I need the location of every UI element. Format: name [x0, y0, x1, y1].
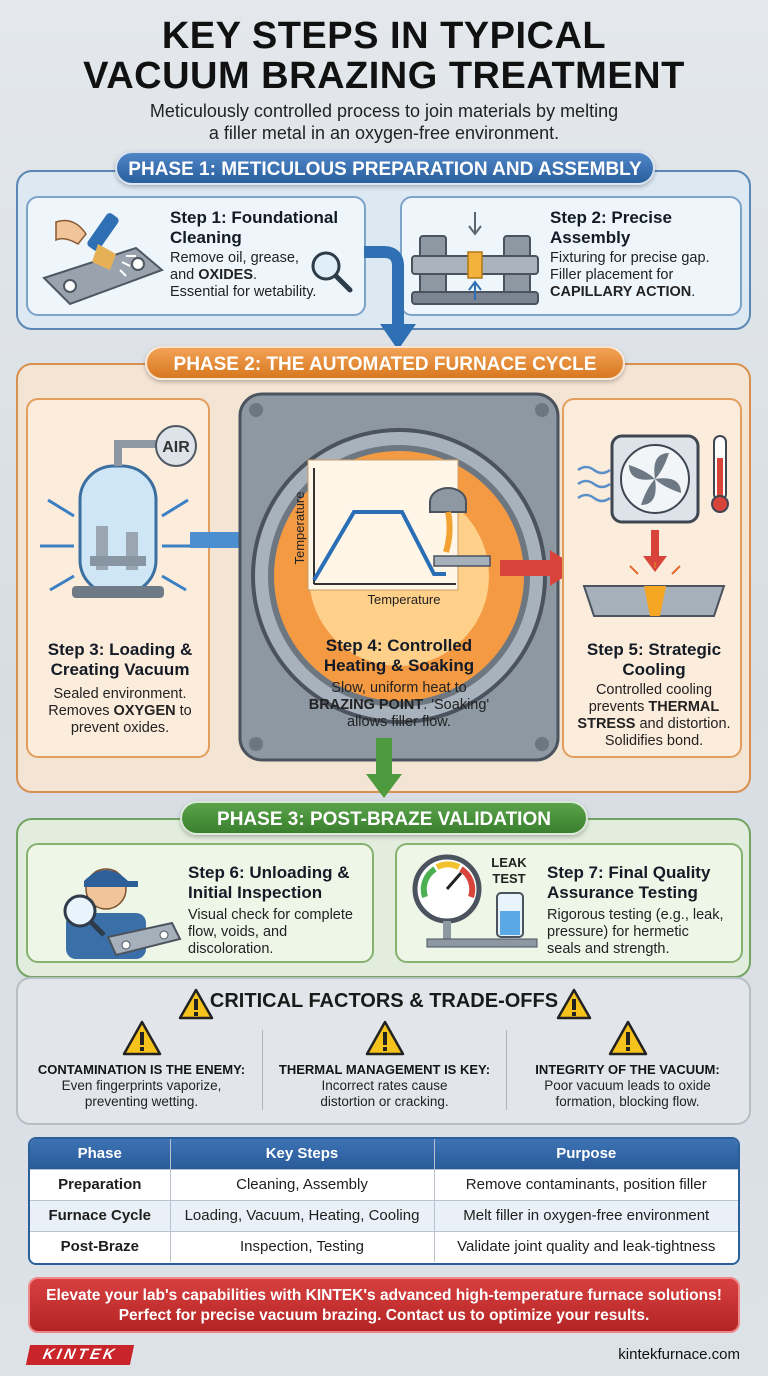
- step2-body: Fixturing for precise gap. Filler placem…: [550, 250, 710, 300]
- step1-body: Remove oil, grease, and OXIDES. Essentia…: [170, 250, 317, 300]
- step1-title: Step 1: Foundational Cleaning: [170, 208, 339, 247]
- furnace-icon: Temperature Temperature: [238, 392, 560, 762]
- step6-title: Step 6: Unloading & Initial Inspection: [188, 863, 350, 902]
- table-cell: Remove contaminants, position filler: [433, 1168, 738, 1200]
- cta-banner[interactable]: Elevate your lab's capabilities with KIN…: [28, 1277, 740, 1333]
- table-cell: Loading, Vacuum, Heating, Cooling: [169, 1199, 434, 1231]
- warning-icon: [178, 988, 214, 1020]
- warning-icon: [365, 1020, 404, 1056]
- step3-card: AIR Step 3: Loading & Creating Vacuum Se…: [26, 398, 210, 758]
- page-title: KEY STEPS IN TYPICAL VACUUM BRAZING TREA…: [83, 15, 685, 97]
- table-cell: Furnace Cycle: [30, 1199, 170, 1231]
- step7-title: Step 7: Final Quality Assurance Testing: [547, 863, 711, 902]
- step4-title: Step 4: Controlled Heating & Soaking: [323, 636, 475, 675]
- step7-card: LEAK TEST Step 7: Final Quality Assuranc…: [395, 843, 743, 963]
- kintek-logo[interactable]: KINTEK: [25, 1345, 135, 1365]
- step3-title: Step 3: Loading & Creating Vacuum: [47, 640, 193, 679]
- table-cell: Preparation: [30, 1168, 170, 1200]
- table-row: Post-Braze Inspection, Testing Validate …: [30, 1230, 738, 1262]
- test-label: TEST: [492, 871, 525, 886]
- table-cell: Melt filler in oxygen-free environment: [433, 1199, 738, 1231]
- leak-label: LEAK: [491, 855, 527, 870]
- arrow-down-icon: [366, 738, 402, 798]
- warning-icon: [608, 1020, 647, 1056]
- page-subtitle: Meticulously controlled process to join …: [149, 101, 619, 143]
- warning-icon: [122, 1020, 161, 1056]
- step1-card: Step 1: Foundational Cleaning Remove oil…: [26, 196, 366, 316]
- cleaning-brush-icon: [42, 213, 164, 306]
- phase2-label: PHASE 2: THE AUTOMATED FURNACE CYCLE: [145, 346, 625, 380]
- chart-x-label: Temperature: [368, 592, 441, 607]
- warning-icon: [556, 988, 592, 1020]
- phase1-label: PHASE 1: METICULOUS PREPARATION AND ASSE…: [115, 151, 655, 185]
- pressure-gauge-icon: LEAK TEST: [412, 854, 538, 948]
- phase3-label: PHASE 3: POST-BRAZE VALIDATION: [180, 801, 588, 835]
- table-cell: Cleaning, Assembly: [169, 1168, 434, 1200]
- step2-card: Step 2: Precise Assembly Fixturing for p…: [400, 196, 742, 316]
- step6-body: Visual check for complete flow, voids, a…: [188, 907, 353, 957]
- magnifier-icon: [311, 251, 353, 293]
- factors-title: CRITICAL FACTORS & TRADE-OFFS: [209, 990, 559, 1012]
- step2-title: Step 2: Precise Assembly: [550, 208, 672, 247]
- table-cell: Post-Braze: [30, 1230, 170, 1262]
- table-row: Preparation Cleaning, Assembly Remove co…: [30, 1168, 738, 1200]
- table-header: Key Steps: [169, 1139, 434, 1169]
- inspector-icon: [63, 868, 182, 959]
- cooling-fan-icon: [577, 434, 729, 617]
- factor-vacuum: INTEGRITY OF THE VACUUM: Poor vacuum lea…: [506, 1020, 749, 1110]
- table-row: Furnace Cycle Loading, Vacuum, Heating, …: [30, 1199, 738, 1231]
- assembly-fixture-icon: [411, 212, 539, 305]
- table-cell: Validate joint quality and leak-tightnes…: [433, 1230, 738, 1262]
- table-header: Purpose: [433, 1139, 738, 1169]
- vacuum-bell-jar-icon: AIR: [40, 425, 197, 598]
- factor-thermal: THERMAL MANAGEMENT IS KEY: Incorrect rat…: [263, 1020, 506, 1110]
- flow-arrow-icon: [364, 246, 416, 350]
- website-link[interactable]: kintekfurnace.com: [618, 1346, 740, 1363]
- table-header: Phase: [30, 1139, 170, 1169]
- table-header-row: Phase Key Steps Purpose: [30, 1139, 738, 1169]
- step5-card: Step 5: Strategic Cooling Controlled coo…: [562, 398, 742, 758]
- divider: [506, 1030, 507, 1110]
- chart-y-label: Temperature: [292, 492, 307, 565]
- summary-table: Phase Key Steps Purpose Preparation Clea…: [28, 1137, 740, 1265]
- step5-body: Controlled cooling prevents THERMAL STRE…: [577, 682, 731, 749]
- factor-contamination: CONTAMINATION IS THE ENEMY: Even fingerp…: [20, 1020, 263, 1110]
- step5-title: Step 5: Strategic Cooling: [586, 640, 722, 679]
- step3-body: Sealed environment. Removes OXYGEN to pr…: [48, 686, 192, 736]
- step7-body: Rigorous testing (e.g., leak, pressure) …: [547, 907, 724, 957]
- air-label: AIR: [162, 439, 190, 456]
- divider: [262, 1030, 263, 1110]
- step4-body: Slow, uniform heat to BRAZING POINT. 'So…: [308, 680, 490, 730]
- step6-card: Step 6: Unloading & Initial Inspection V…: [26, 843, 374, 963]
- table-cell: Inspection, Testing: [169, 1230, 434, 1262]
